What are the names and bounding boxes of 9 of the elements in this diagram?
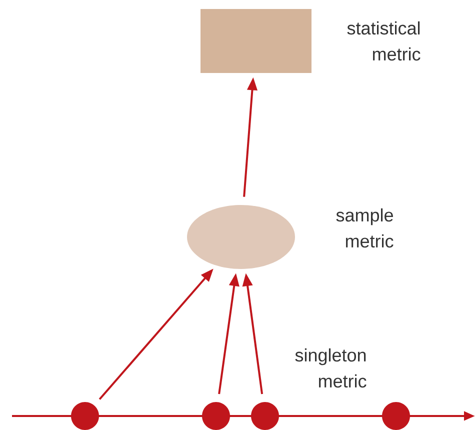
metric-label: sample metric: [336, 208, 394, 248]
metric-ellipse: [187, 204, 295, 269]
event-dot: [202, 402, 230, 430]
metric-label: singleton metric: [295, 348, 366, 388]
event-dot: [71, 402, 99, 430]
metric-box: [200, 9, 312, 73]
event-dot: [382, 402, 410, 430]
event-dot: [251, 402, 279, 430]
metric-label: statistical metric: [347, 21, 420, 61]
